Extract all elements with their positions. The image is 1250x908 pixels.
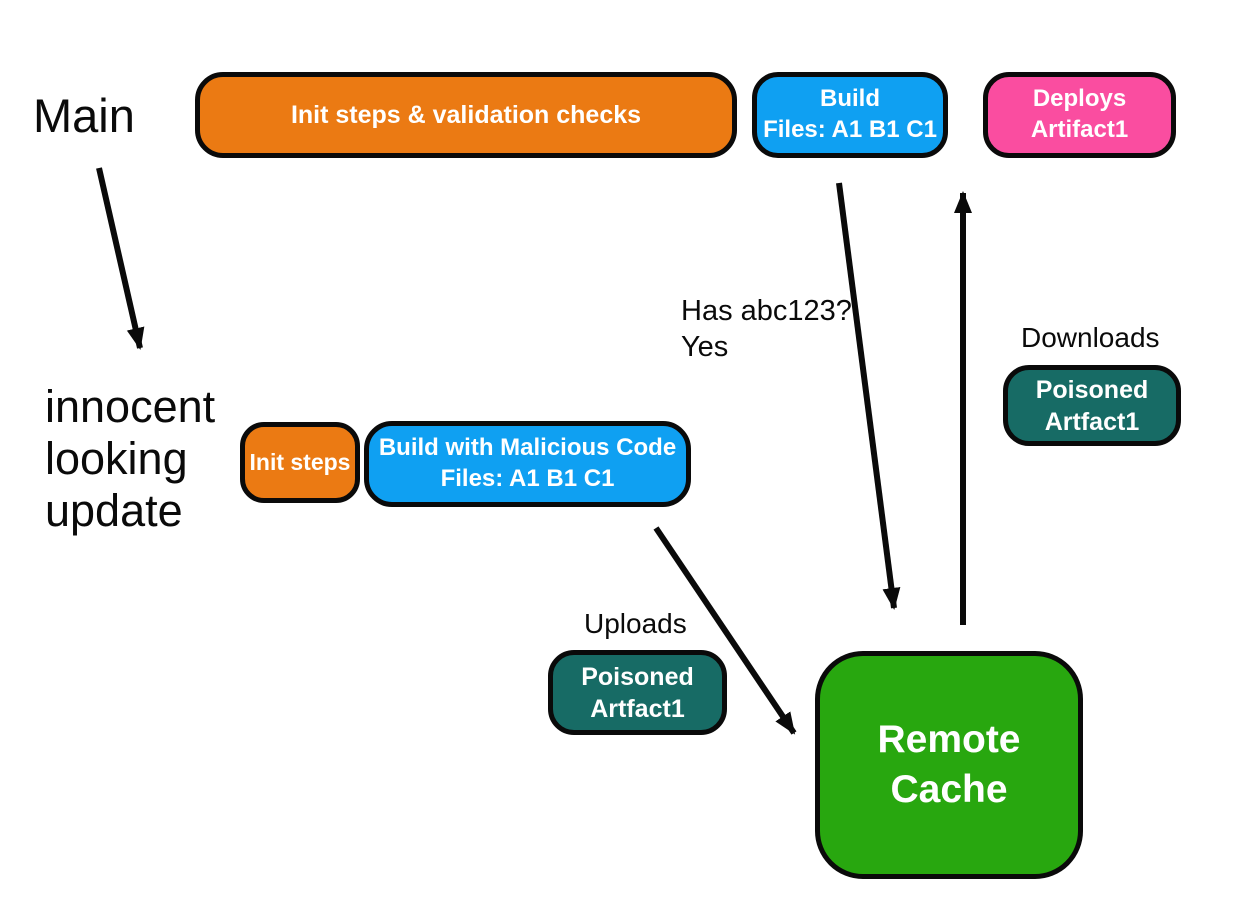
downloads-label: Downloads	[1021, 322, 1160, 353]
node-build-with-malicious-code: Build with Malicious Code Files: A1 B1 C…	[364, 421, 691, 507]
node-poisoned-artifact-downloaded: Poisoned Artfact1	[1003, 365, 1181, 446]
node-label: Build with Malicious Code	[378, 434, 677, 462]
innocent-looking-update-label: innocent looking update	[45, 381, 215, 538]
node-label: Init steps & validation checks	[290, 101, 642, 129]
node-label: Poisoned	[1035, 375, 1149, 404]
node-remote-cache: Remote Cache	[815, 651, 1083, 879]
innocent-label-line: update	[45, 485, 183, 537]
node-label: Files: A1 B1 C1	[763, 116, 937, 143]
node-label: Remote Cache	[877, 718, 1021, 811]
has-abc123-question: Has abc123?	[681, 295, 852, 327]
node-deploys-artifact1: Deploys Artifact1	[983, 72, 1176, 158]
node-init-steps-validation-checks: Init steps & validation checks	[195, 72, 737, 158]
has-abc123-answer: Yes	[681, 331, 729, 364]
arrow-main-to-innocent-update	[96, 167, 145, 350]
node-label: Files: A1 B1 C1	[440, 465, 615, 492]
has-abc123-label: Has abc123? Yes	[681, 293, 852, 366]
node-label: Deploys	[1032, 85, 1127, 113]
main-branch-label: Main	[33, 89, 135, 142]
node-label: Artfact1	[1044, 407, 1140, 436]
node-label: Artfact1	[590, 694, 685, 723]
node-label: Artifact1	[1030, 116, 1129, 143]
node-build: Build Files: A1 B1 C1	[752, 72, 948, 158]
node-poisoned-artifact-uploaded: Poisoned Artfact1	[548, 650, 727, 735]
node-label: Init steps	[249, 448, 351, 475]
innocent-label-line: looking	[45, 433, 188, 485]
node-label: Build	[820, 85, 880, 113]
innocent-label-line: innocent	[45, 381, 216, 432]
node-label: Poisoned	[581, 662, 694, 691]
arrow-build-to-remote-cache	[836, 182, 901, 610]
node-init-steps: Init steps	[240, 422, 360, 503]
uploads-label: Uploads	[584, 608, 687, 639]
